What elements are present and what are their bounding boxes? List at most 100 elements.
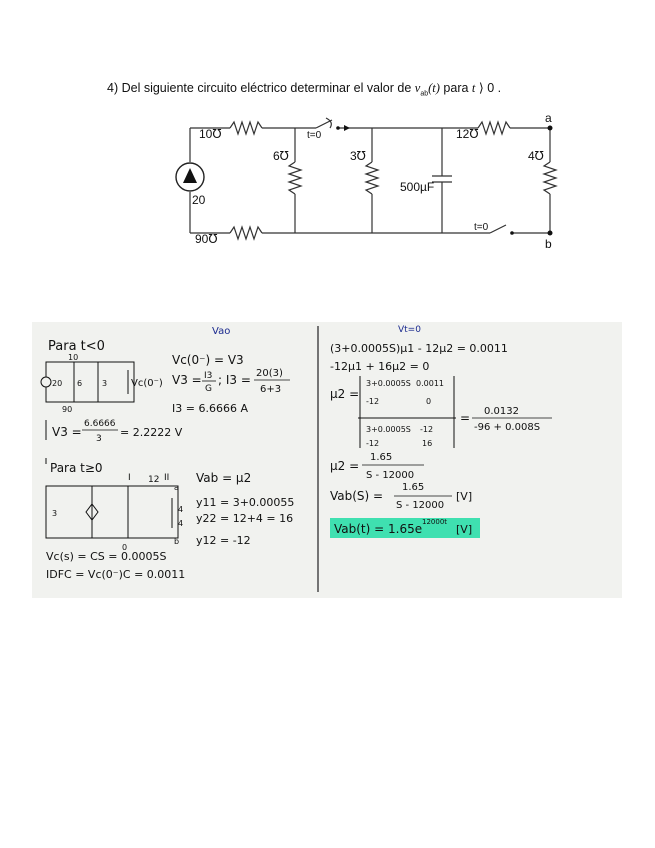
label-r-top-left: 10℧: [199, 127, 222, 141]
label-node-a: a: [545, 111, 552, 125]
mu2b-den: S - 12000: [366, 470, 414, 481]
det-num-r1c1: 3+0.0005S: [366, 379, 411, 388]
det-equals: =: [460, 411, 470, 425]
var-sub: ab: [420, 90, 429, 98]
label-r-bottom-left: 90℧: [195, 232, 218, 246]
problem-statement: 4) Del siguiente circuito eléctrico dete…: [107, 80, 501, 98]
resistor-top-left: [229, 120, 263, 136]
mini2-4b: 4: [178, 519, 183, 528]
mini1-bottom: 90: [62, 405, 72, 414]
mini2-a: a: [174, 483, 179, 492]
eq-i3-val: I3 = 6.6666 A: [172, 402, 248, 415]
mini1-src: 20: [52, 379, 62, 388]
vab-num: 1.65: [402, 482, 424, 493]
eq-vab-mu2: Vab = μ2: [196, 471, 251, 485]
whiteboard-surface: [32, 322, 622, 598]
det-num-r2c2: 0: [426, 397, 431, 406]
mini2-0: 0: [122, 543, 127, 552]
cond-var: t: [471, 81, 476, 95]
eq-idfc: IDFC = Vc(0⁻)C = 0.0011: [46, 568, 185, 581]
label-r-top-right: 12℧: [456, 127, 479, 141]
determinant-bars: [358, 376, 456, 448]
label-r-mid2: 3℧: [350, 149, 366, 163]
resistor-3: [364, 161, 380, 195]
label-source: 20: [192, 193, 206, 207]
mini2-12: 12: [148, 475, 159, 485]
eq-y22: y22 = 12+4 = 16: [196, 512, 293, 525]
node-a-dot: [547, 125, 553, 131]
vab-label: Vab(S) =: [330, 489, 383, 503]
resistor-6: [287, 161, 303, 195]
mini2-b: b: [174, 537, 179, 546]
eq-v3-result-den: 3: [96, 434, 102, 444]
label-switch2: t=0: [474, 222, 489, 233]
mini2-i2: II: [164, 473, 169, 483]
var-main: v: [414, 81, 421, 95]
mini1-r1: 6: [77, 379, 82, 388]
var-arg: (t): [428, 81, 440, 95]
result-frac-num: 0.0132: [484, 406, 519, 417]
mu2b-num: 1.65: [370, 452, 392, 463]
vab-den: S - 12000: [396, 500, 444, 511]
resistor-bottom-left: [229, 225, 263, 241]
final-base: Vab(t) = 1.65e: [334, 522, 422, 536]
label-r-mid1: 6℧: [273, 149, 289, 163]
eq-y12: y12 = -12: [196, 534, 251, 547]
switch1-dot: [336, 126, 340, 130]
eq-i3-den: 6+3: [260, 384, 281, 395]
vab-unit: [V]: [456, 490, 472, 503]
label-switch1: t=0: [307, 130, 322, 141]
mini-circuit-1: [40, 361, 135, 403]
det-num-r1c2: 0.0011: [416, 379, 444, 388]
eq-mesh1: (3+0.0005S)μ1 - 12μ2 = 0.0011: [330, 342, 508, 355]
result-frac-den: -96 + 0.008S: [474, 422, 540, 433]
det-den-r2c2: 16: [422, 439, 432, 448]
mini1-top: 10: [68, 353, 78, 362]
det-den-r2c1: -12: [366, 439, 379, 448]
label-r-right: 4℧: [528, 149, 544, 163]
mu2-label: μ2 =: [330, 387, 359, 401]
eq-vcs: Vc(s) = CS = 0.0005S: [46, 550, 166, 563]
label-capacitor: 500µF: [400, 180, 434, 194]
mini-circuit-2: [45, 485, 179, 539]
det-den-r1c2: -12: [420, 425, 433, 434]
cond-rest: ⟩ 0 .: [475, 81, 502, 95]
title-t-ge-0: Para t≥0: [50, 461, 103, 475]
top-note-left: Vao: [212, 326, 230, 337]
eq-v3-num: I3: [204, 371, 212, 381]
whiteboard-photo: Vao Vt=0 Para t<0 10 20 6 3 Vc(0⁻) 90 Vc…: [32, 322, 622, 598]
label-node-b: b: [545, 237, 552, 251]
problem-text-mid: para: [439, 81, 472, 95]
mini1-r2: 3: [102, 379, 107, 388]
det-den-r1c1: 3+0.0005S: [366, 425, 411, 434]
mu2b-label: μ2 =: [330, 459, 359, 473]
final-exp: 12000t: [422, 518, 447, 526]
node-b-dot: [547, 230, 553, 236]
mini2-4a: 4: [178, 505, 183, 514]
mini2-i1: I: [128, 473, 131, 483]
eq-v3-result-num: 6.6666: [84, 419, 116, 429]
eq-y11: y11 = 3+0.00055: [196, 496, 294, 509]
eq-v3-a: V3 =: [172, 373, 202, 387]
eq-mesh2: -12μ1 + 16μ2 = 0: [330, 360, 429, 373]
mini2-3: 3: [52, 509, 57, 518]
final-highlight: [330, 518, 480, 538]
top-note-right: Vt=0: [398, 325, 421, 335]
resistor-4: [542, 161, 558, 195]
final-unit: [V]: [456, 523, 472, 536]
eq-vc0: Vc(0⁻) = V3: [172, 353, 244, 367]
title-t-lt-0: Para t<0: [48, 339, 105, 354]
det-num-r2c1: -12: [366, 397, 379, 406]
eq-v3-result-b: = 2.2222 V: [120, 426, 183, 439]
eq-i3-num: 20(3): [256, 368, 283, 379]
resistor-top-right: [477, 120, 511, 136]
source-arrow-icon: [183, 168, 197, 183]
switch1-arrow-icon: [344, 125, 350, 131]
eq-i3-a: ; I3 =: [218, 373, 251, 387]
circuit-diagram: 10℧ 6℧ 3℧ 12℧ 4℧ 90℧ 20 500µF t=0 t=0 a …: [175, 111, 558, 251]
mini1-cap: Vc(0⁻): [131, 378, 163, 389]
switch2-dot: [510, 231, 514, 235]
eq-v3-den: G: [205, 384, 212, 394]
problem-text-before: 4) Del siguiente circuito eléctrico dete…: [107, 81, 415, 95]
circuit-wires: [189, 117, 558, 241]
